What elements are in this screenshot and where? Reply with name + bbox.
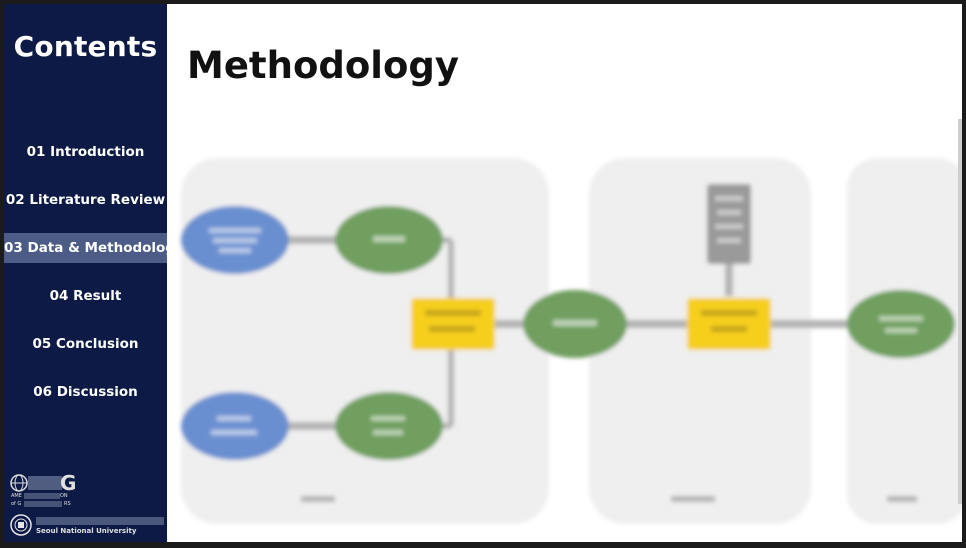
sidebar-item-discussion[interactable]: 06 Discussion [33,384,138,400]
sidebar-title: Contents [13,30,158,63]
logo-line-2: ON [60,493,68,499]
sidebar-item-data-methodology[interactable]: 03 Data & Methodology [4,233,184,263]
logo-line-3: of G [11,501,22,507]
sidebar-item-literature-review[interactable]: 02 Literature Review [5,192,166,208]
logo-initial: G [60,471,77,495]
slide-content: Methodology [167,4,962,542]
merge-node [411,298,495,350]
university-name: Seoul National University [36,527,137,535]
methodology-diagram [181,158,962,524]
output-node [847,290,955,358]
sidebar-item-conclusion[interactable]: 05 Conclusion [32,336,139,352]
redacted-block [28,476,62,490]
input-node-bottom [181,392,289,460]
redacted-block [24,493,60,499]
process-node-bottom [335,392,443,460]
redacted-block [36,517,164,525]
sidebar-item-introduction[interactable]: 01 Introduction [26,144,145,160]
association-logo: G AME ON of G RS [10,471,80,510]
redacted-block [24,501,62,507]
university-logo: Seoul National University [10,514,167,538]
logo-line-1: AME [11,493,22,499]
globe-icon [10,474,28,492]
slide-frame: Contents 01 Introduction 02 Literature R… [4,4,962,542]
vertical-scrollbar[interactable] [958,119,962,504]
sidebar: Contents 01 Introduction 02 Literature R… [4,4,184,542]
sidebar-item-result[interactable]: 04 Result [49,288,122,304]
model-node [687,298,771,350]
page-title: Methodology [187,44,459,87]
university-seal-icon [10,514,32,536]
logo-line-4: RS [64,501,71,507]
